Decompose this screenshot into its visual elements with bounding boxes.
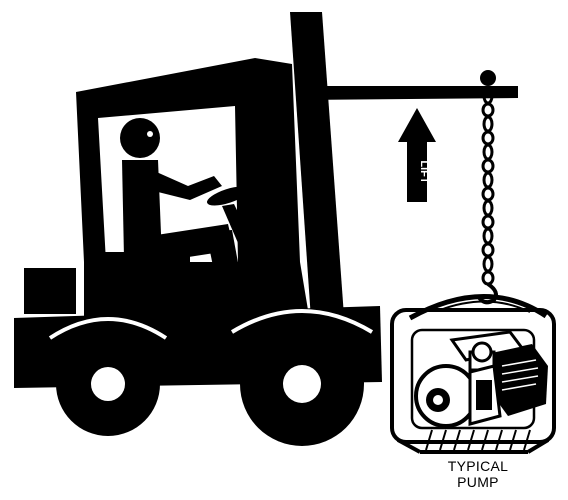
- forklift-counterweight: [24, 268, 76, 314]
- driver-head: [120, 118, 160, 158]
- driver-arm: [150, 170, 222, 200]
- lifting-chain: [478, 70, 496, 302]
- chain-hook: [478, 284, 496, 302]
- pump-lifting-bail: [410, 296, 546, 318]
- forklift-front-wheel: [240, 322, 364, 446]
- lift-arrow-shape: [398, 108, 436, 202]
- lift-arrow: LIFT: [398, 108, 436, 202]
- pump-caption-line2: PUMP: [428, 474, 528, 490]
- pump-caption-line1: TYPICAL: [428, 458, 528, 474]
- pump-engine: [492, 344, 548, 416]
- pump-caption: TYPICAL PUMP: [428, 458, 528, 490]
- chain-hook-ball: [480, 70, 496, 86]
- pump: [392, 296, 554, 452]
- lift-arrow-label: LIFT: [418, 160, 430, 183]
- driver-eye: [147, 131, 153, 137]
- chain-links: [483, 89, 493, 284]
- forklift-rear-wheel: [56, 332, 160, 436]
